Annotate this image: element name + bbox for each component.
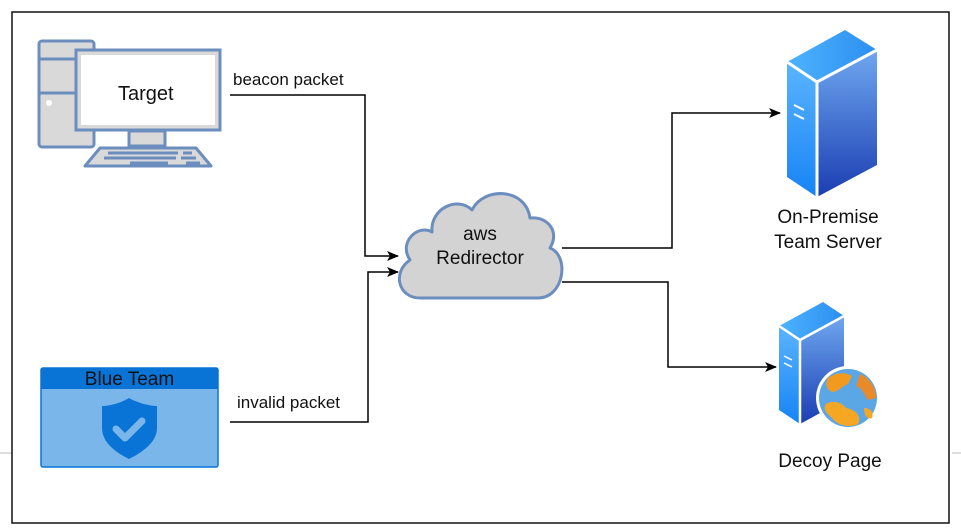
web-server-globe-icon[interactable] [778,302,880,430]
team-server-label-line1: On-Premise [777,207,879,228]
beacon-packet-label: beacon packet [233,70,344,89]
cloud-icon[interactable] [398,192,564,300]
edge-invalid-packet [230,267,399,423]
invalid-packet-label: invalid packet [237,393,341,412]
edge-to-team-server [562,108,781,249]
server-icon[interactable] [786,30,878,197]
redirector-label: aws Redirector [420,223,540,271]
redirector-label-line1: aws [463,224,497,245]
blue-team-label: Blue Team [84,369,175,390]
edge-to-decoy [562,281,777,372]
team-server-label-line2: Team Server [774,232,882,253]
shield-check-icon [102,398,157,459]
team-server-label: On-Premise Team Server [753,205,903,255]
decoy-page-label: Decoy Page [778,451,882,472]
desktop-computer-icon[interactable] [37,39,222,168]
edge-beacon-packet [230,94,399,261]
redirector-label-line2: Redirector [436,248,524,269]
target-label: Target [118,83,174,105]
blue-team-node[interactable] [40,367,219,468]
